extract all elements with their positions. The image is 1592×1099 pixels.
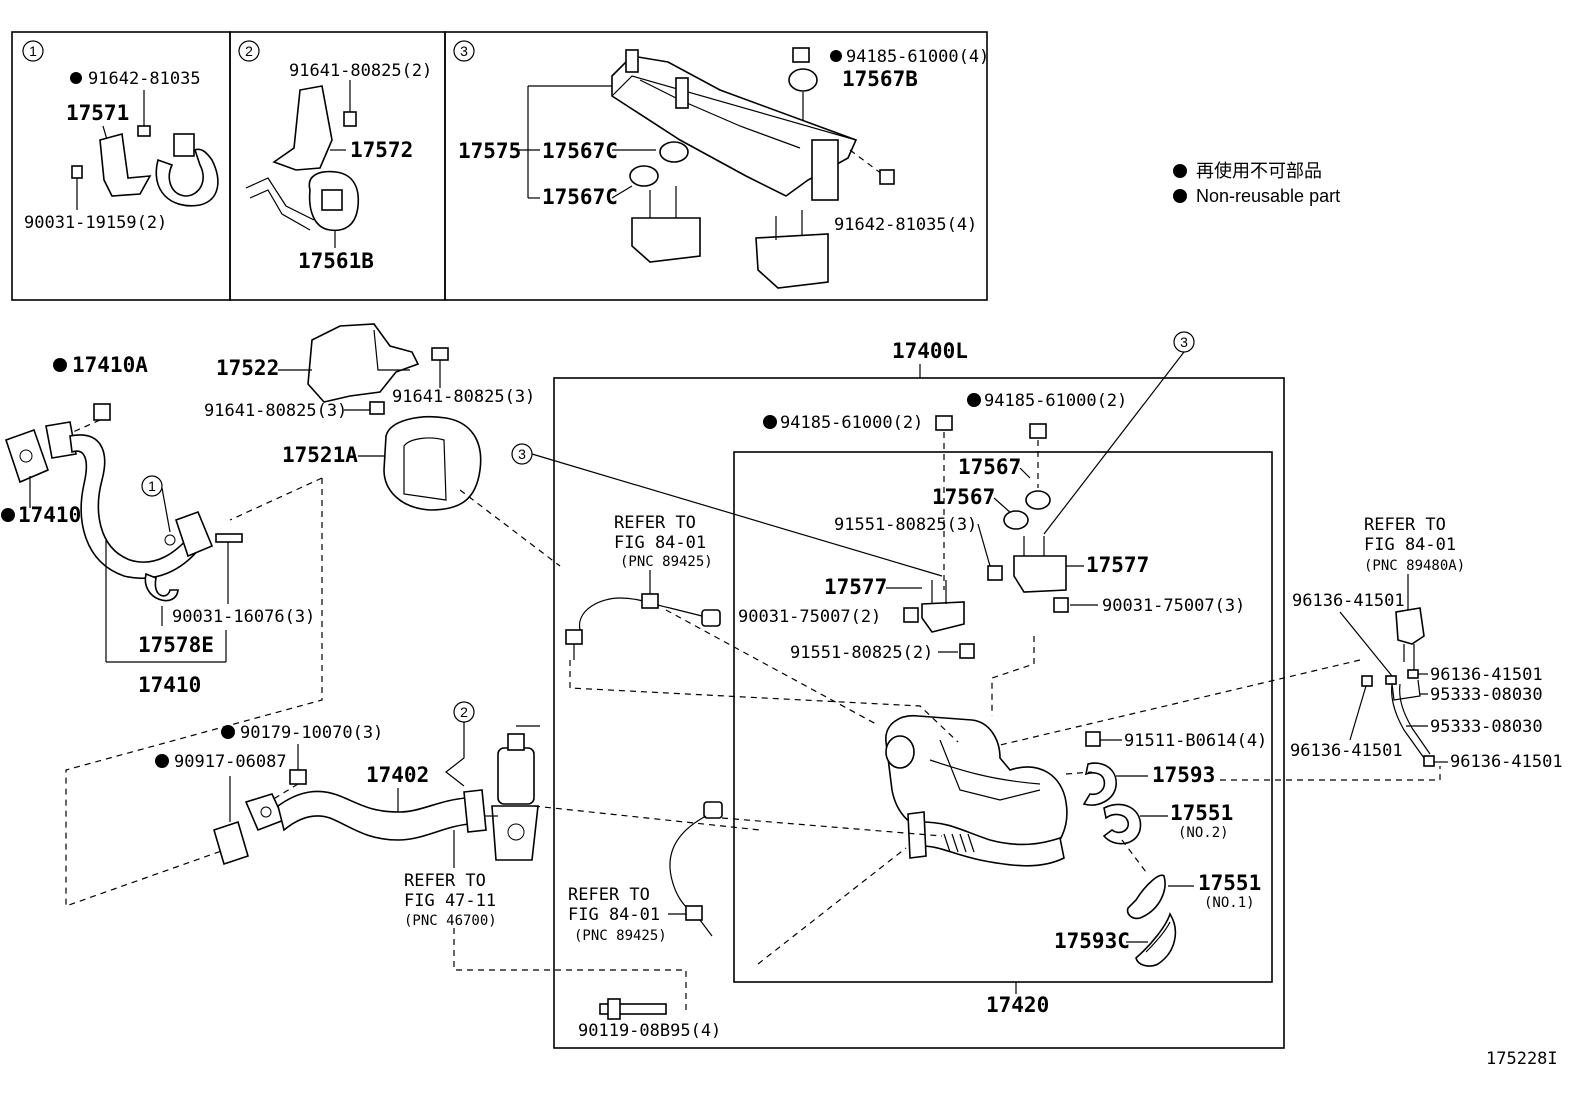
inset1-drawing: 91642-81035 17571 90031-19159(2) (24, 69, 219, 233)
svg-text:90031-16076(3): 90031-16076(3) (172, 607, 315, 627)
svg-text:96136-41501: 96136-41501 (1290, 741, 1403, 761)
center-pipe-group: 90179-10070(3) 90917-06087 17402 2 REFER… (155, 701, 761, 1041)
svg-text:17578E: 17578E (138, 633, 214, 657)
svg-text:90917-06087: 90917-06087 (174, 752, 287, 772)
nonreusable-marker (70, 72, 82, 84)
svg-text:17567C: 17567C (542, 139, 618, 163)
inset-number-2: 2 (238, 40, 260, 62)
svg-text:91642-81035: 91642-81035 (88, 69, 201, 89)
svg-text:17400L: 17400L (892, 339, 968, 363)
svg-text:2: 2 (460, 704, 468, 720)
nonreusable-marker (1173, 164, 1187, 178)
svg-text:1: 1 (29, 43, 37, 59)
nonreusable-marker (53, 358, 67, 372)
svg-text:REFER TO: REFER TO (404, 871, 486, 891)
svg-text:95333-08030: 95333-08030 (1430, 717, 1543, 737)
svg-text:17593: 17593 (1152, 763, 1215, 787)
svg-text:91511-B0614(4): 91511-B0614(4) (1124, 731, 1267, 751)
nonreusable-marker (221, 725, 235, 739)
svg-text:Non-reusable part: Non-reusable part (1196, 186, 1340, 206)
legend: 再使用不可部品 Non-reusable part (1173, 161, 1340, 206)
inset-number-3: 3 (453, 40, 475, 62)
svg-text:(PNC 89480A): (PNC 89480A) (1364, 558, 1465, 574)
svg-text:90031-75007(3): 90031-75007(3) (1102, 596, 1245, 616)
svg-text:(PNC 89425): (PNC 89425) (620, 554, 713, 570)
svg-text:17402: 17402 (366, 763, 429, 787)
oxygen-sensor-upper: REFER TO FIG 84-01 (PNC 89425) (565, 513, 959, 743)
svg-text:(NO.1): (NO.1) (1204, 895, 1255, 911)
svg-text:17561B: 17561B (298, 249, 374, 273)
svg-text:91551-80825(3): 91551-80825(3) (834, 515, 977, 535)
svg-text:17551: 17551 (1198, 871, 1261, 895)
svg-text:91641-80825(3): 91641-80825(3) (204, 401, 347, 421)
svg-text:94185-61000(4): 94185-61000(4) (846, 47, 989, 67)
svg-text:90031-75007(2): 90031-75007(2) (738, 607, 881, 627)
svg-text:3: 3 (518, 446, 526, 462)
svg-text:17410A: 17410A (72, 353, 148, 377)
svg-text:95333-08030: 95333-08030 (1430, 685, 1543, 705)
svg-text:96136-41501: 96136-41501 (1430, 665, 1543, 685)
svg-text:96136-41501: 96136-41501 (1292, 591, 1405, 611)
svg-text:(PNC 46700): (PNC 46700) (404, 913, 497, 929)
svg-text:17521A: 17521A (282, 443, 358, 467)
svg-text:REFER TO: REFER TO (1364, 515, 1446, 535)
svg-text:17572: 17572 (350, 138, 413, 162)
svg-text:17575: 17575 (458, 139, 521, 163)
svg-text:FIG 84-01: FIG 84-01 (568, 905, 660, 925)
svg-text:17577: 17577 (824, 575, 887, 599)
svg-text:FIG 84-01: FIG 84-01 (614, 533, 706, 553)
svg-text:3: 3 (460, 43, 468, 59)
pressure-sensor-group: REFER TO FIG 84-01 (PNC 89480A) 96136-41… (995, 515, 1563, 781)
svg-text:94185-61000(2): 94185-61000(2) (780, 413, 923, 433)
svg-text:17567B: 17567B (842, 67, 918, 91)
svg-text:17593C: 17593C (1054, 929, 1130, 953)
svg-text:17577: 17577 (1086, 553, 1149, 577)
svg-text:17571: 17571 (66, 101, 129, 125)
svg-text:91551-80825(2): 91551-80825(2) (790, 643, 933, 663)
svg-text:17420: 17420 (986, 993, 1049, 1017)
svg-text:REFER TO: REFER TO (568, 885, 650, 905)
nonreusable-marker (1173, 189, 1187, 203)
svg-text:FIG 84-01: FIG 84-01 (1364, 535, 1456, 555)
svg-text:90119-08B95(4): 90119-08B95(4) (578, 1021, 721, 1041)
nonreusable-marker (1, 508, 15, 522)
svg-text:1: 1 (148, 478, 156, 494)
heat-insulator-group: 17522 91641-80825(3) 91641-80825(3) 1752… (204, 323, 561, 567)
svg-text:再使用不可部品: 再使用不可部品 (1196, 161, 1322, 181)
svg-text:91641-80825(2): 91641-80825(2) (289, 61, 432, 81)
nonreusable-marker (830, 50, 842, 62)
svg-text:(NO.2): (NO.2) (1178, 825, 1229, 841)
svg-text:17522: 17522 (216, 356, 279, 380)
svg-text:94185-61000(2): 94185-61000(2) (984, 391, 1127, 411)
svg-text:90179-10070(3): 90179-10070(3) (240, 723, 383, 743)
front-pipe-group: 17410A 17410B 1 90031-16076(3) 17578E 17… (1, 353, 315, 697)
svg-text:REFER TO: REFER TO (614, 513, 696, 533)
svg-text:91642-81035(4): 91642-81035(4) (834, 215, 977, 235)
svg-text:FIG 47-11: FIG 47-11 (404, 891, 496, 911)
svg-text:17567: 17567 (958, 455, 1021, 479)
svg-text:17567: 17567 (932, 485, 995, 509)
inset-panel (11, 31, 988, 301)
oxygen-sensor-lower: REFER TO FIG 84-01 (PNC 89425) (568, 801, 943, 944)
svg-text:2: 2 (245, 43, 253, 59)
svg-text:90031-19159(2): 90031-19159(2) (24, 213, 167, 233)
figure-id: 175228I (1486, 1049, 1558, 1069)
inset-number-1: 1 (22, 40, 44, 62)
catalytic-assembly-group: 17400L 94185-61000(2) 94185-61000(2) 175… (511, 331, 1285, 1049)
svg-text:91641-80825(3): 91641-80825(3) (392, 387, 535, 407)
svg-text:17410: 17410 (138, 673, 201, 697)
svg-text:96136-41501: 96136-41501 (1450, 752, 1563, 772)
nonreusable-marker (763, 415, 777, 429)
nonreusable-marker (967, 393, 981, 407)
svg-text:17567C: 17567C (542, 185, 618, 209)
nonreusable-marker (155, 754, 169, 768)
inset2-drawing: 91641-80825(2) 17572 17561B (245, 61, 432, 273)
leader-line (65, 478, 323, 907)
leader-line (229, 477, 323, 521)
svg-text:17551: 17551 (1170, 801, 1233, 825)
svg-text:(PNC 89425): (PNC 89425) (574, 928, 667, 944)
inset3-drawing: 94185-61000(4) 17567B 17575 17567C 17567… (458, 47, 989, 289)
svg-text:3: 3 (1180, 334, 1188, 350)
